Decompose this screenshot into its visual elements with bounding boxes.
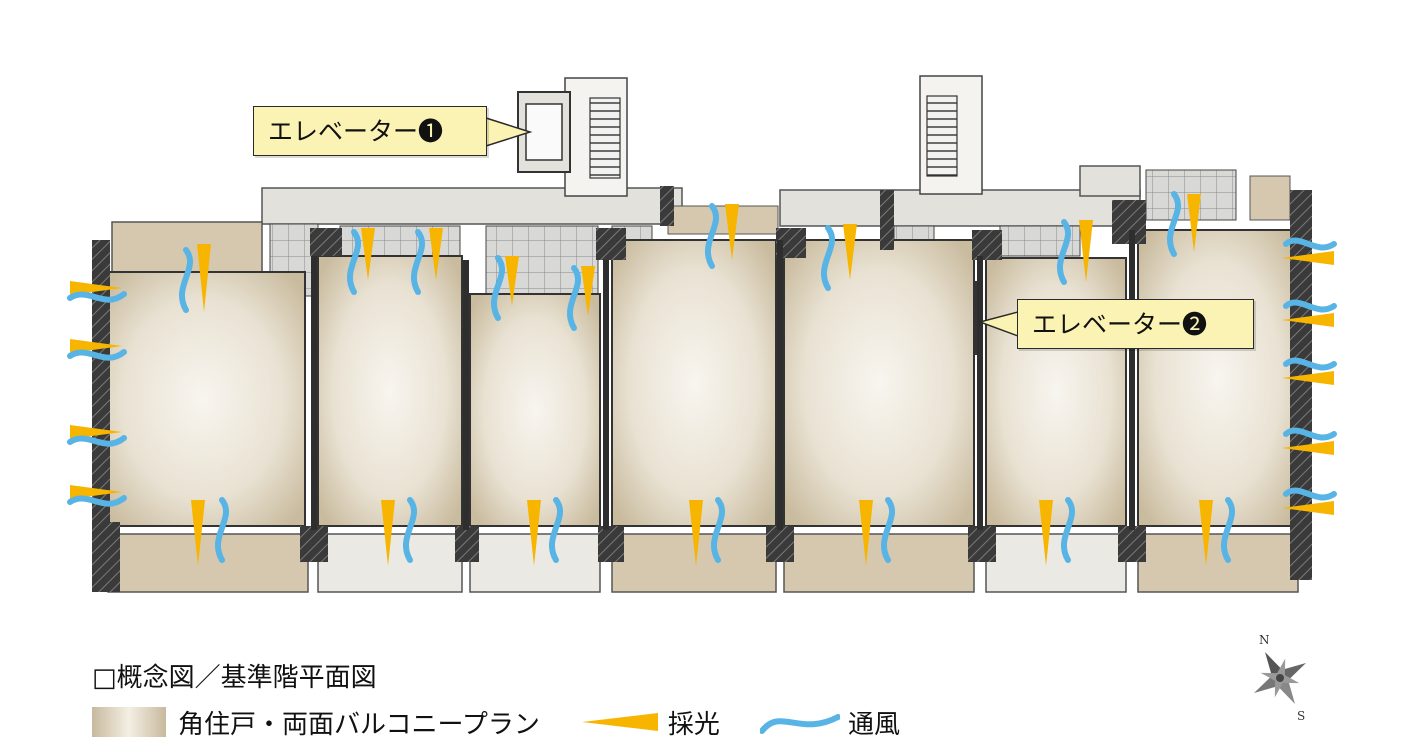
wind-marker xyxy=(1056,219,1072,285)
light-wind-markers xyxy=(67,191,1337,566)
stair-core-1 xyxy=(517,77,628,197)
light-marker xyxy=(191,500,205,566)
wind-marker xyxy=(402,497,418,563)
plan-type-label: 角住戸・両面バルコニープラン xyxy=(178,709,540,740)
light-marker xyxy=(527,500,541,566)
light-marker xyxy=(1187,194,1201,252)
light-marker xyxy=(1282,501,1334,515)
light-marker xyxy=(505,256,519,306)
wind-marker xyxy=(214,497,230,563)
wind-marker xyxy=(704,203,720,269)
light-marker xyxy=(70,485,122,499)
legend-title: □概念図／基準階平面図 xyxy=(92,663,377,693)
light-marker xyxy=(1199,500,1213,566)
light-marker xyxy=(1282,441,1334,455)
light-marker xyxy=(859,500,873,566)
elevator-1-callout: エレベーター❶ xyxy=(253,106,487,156)
light-marker xyxy=(689,500,703,566)
light-marker xyxy=(70,425,122,439)
elevator-2-label: エレベーター❷ xyxy=(1032,309,1208,339)
plan-type-swatch xyxy=(92,707,166,737)
wind-marker xyxy=(67,349,127,361)
legend-row: 角住戸・両面バルコニープラン 採光 通風 xyxy=(92,704,900,740)
light-marker xyxy=(725,204,739,260)
wind-marker xyxy=(1283,357,1337,371)
wind-marker xyxy=(67,495,127,507)
wind-marker xyxy=(1283,299,1337,313)
light-marker xyxy=(1079,220,1093,282)
light-marker xyxy=(843,224,857,280)
light-marker xyxy=(197,244,211,312)
walls xyxy=(92,186,1312,592)
light-marker xyxy=(1282,313,1334,327)
light-marker xyxy=(70,339,122,353)
light-marker xyxy=(381,500,395,566)
compass-rose-icon: N S xyxy=(1254,633,1306,723)
wind-marker xyxy=(1283,487,1337,501)
light-icon xyxy=(581,713,658,731)
light-marker xyxy=(1282,251,1334,265)
dwelling-units xyxy=(99,229,1299,527)
compass-north-label: N xyxy=(1259,633,1270,647)
wind-marker xyxy=(1283,427,1337,441)
wind-marker xyxy=(1283,237,1337,251)
wind-marker xyxy=(490,255,506,321)
wind-label: 通風 xyxy=(847,709,900,740)
compass-south-label: S xyxy=(1297,709,1305,723)
elevator-1-label: エレベーター❶ xyxy=(268,116,444,146)
light-marker xyxy=(581,266,595,316)
wind-marker xyxy=(1220,497,1236,563)
elevator-2-callout: エレベーター❷ xyxy=(1017,299,1254,349)
light-marker xyxy=(70,281,122,295)
wind-marker xyxy=(346,229,362,295)
wind-marker xyxy=(1166,191,1182,257)
light-marker xyxy=(429,228,443,280)
wind-marker xyxy=(880,497,896,563)
wind-marker xyxy=(178,247,194,313)
wind-marker xyxy=(820,225,836,291)
light-marker xyxy=(1039,500,1053,566)
light-marker xyxy=(361,228,375,280)
wind-marker xyxy=(67,291,127,303)
wind-marker xyxy=(566,265,582,331)
wind-icon xyxy=(759,714,840,734)
partition-walls xyxy=(311,230,1135,530)
light-marker xyxy=(1282,371,1334,385)
wind-marker xyxy=(710,497,726,563)
wind-marker xyxy=(67,435,127,447)
wind-marker xyxy=(1060,497,1076,563)
wind-marker xyxy=(548,497,564,563)
wind-marker xyxy=(410,229,426,295)
light-label: 採光 xyxy=(667,709,720,740)
